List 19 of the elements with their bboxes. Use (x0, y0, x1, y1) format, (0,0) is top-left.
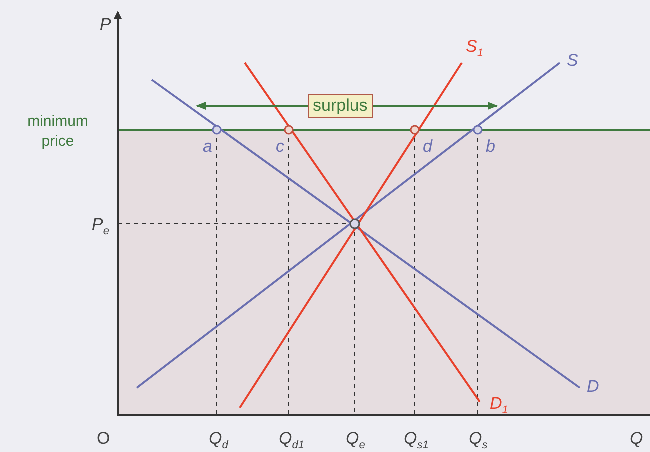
tick-label: Q$_{d}$ (209, 430, 228, 452)
tick-label: Q$_{d1}$ (279, 430, 304, 452)
curve-label: D$_{1}$ (490, 395, 508, 416)
curve-label: D (587, 378, 600, 395)
curve-label: S$_{1}$ (466, 38, 484, 60)
point-label: c (276, 138, 284, 155)
point-label: b (486, 138, 496, 155)
tick-label: Q$_{e}$ (346, 430, 366, 452)
point-label: a (203, 138, 212, 155)
tick-label: Q$_{s}$ (469, 430, 488, 452)
axis-label: P (100, 16, 112, 33)
tick-label: Q$_{s1}$ (404, 430, 429, 452)
axis-label: minimum price (26, 112, 90, 152)
tick-label: O (97, 430, 110, 447)
axis-label: Q (630, 430, 644, 447)
point-label: d (423, 138, 432, 155)
label-box: surplus (308, 94, 373, 118)
curve-label: S (567, 52, 578, 69)
tick-label: P$_{e}$ (92, 216, 110, 238)
